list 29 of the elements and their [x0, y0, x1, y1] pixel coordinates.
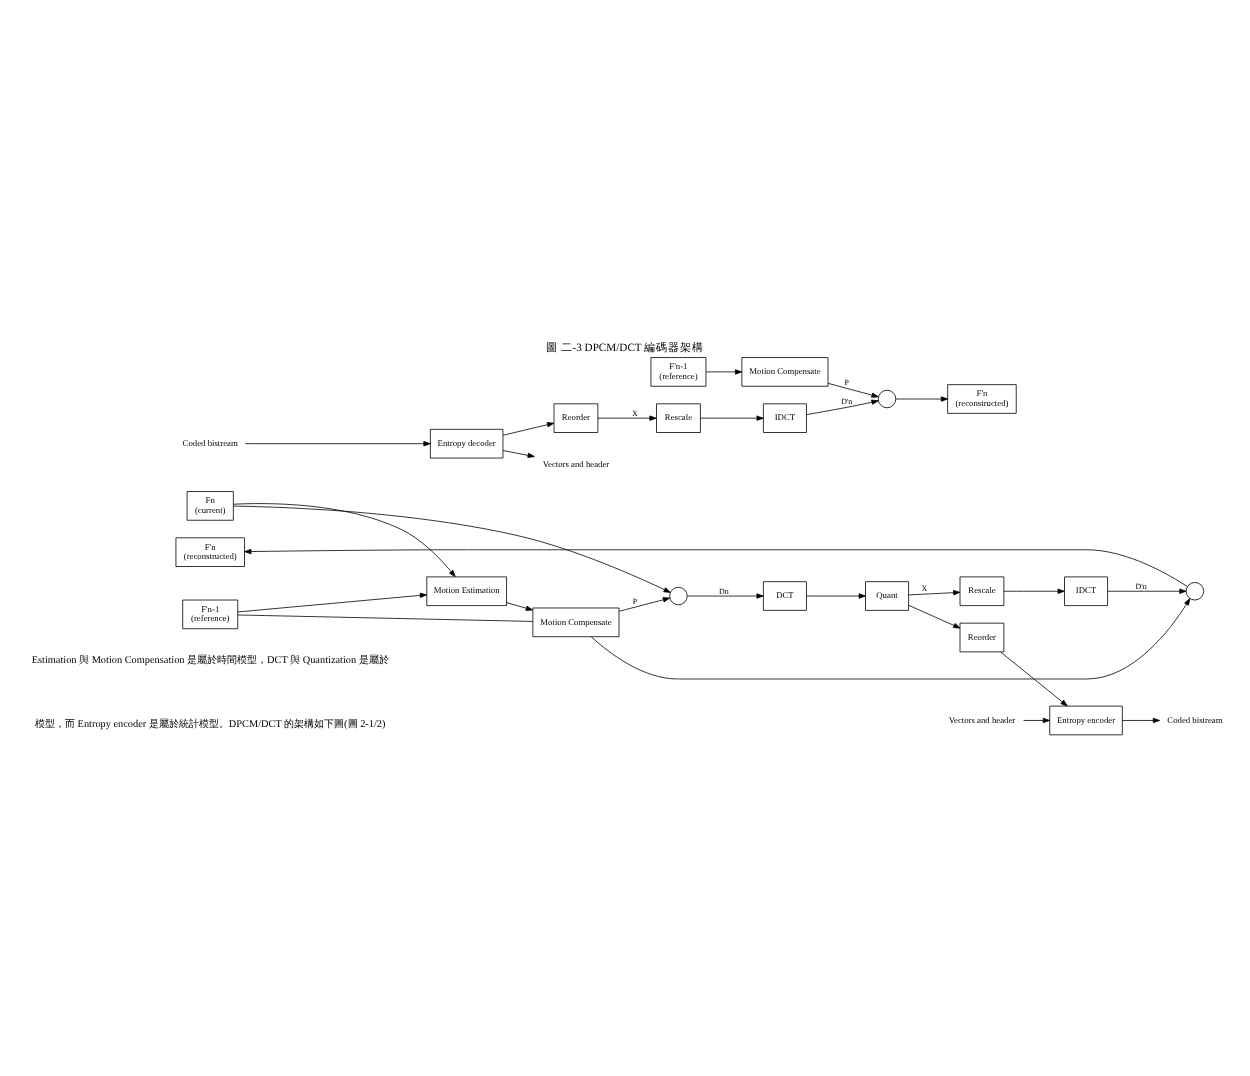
arrow	[705, 368, 743, 374]
arrow	[502, 449, 535, 457]
arrow	[237, 591, 427, 612]
arrow	[245, 440, 431, 446]
arrow	[233, 504, 671, 592]
node-circle	[877, 388, 897, 408]
arrow	[1023, 716, 1050, 723]
arrow	[908, 589, 961, 595]
arrow	[233, 502, 456, 576]
node-circle	[669, 585, 688, 605]
connector	[237, 613, 534, 621]
arrow	[1000, 650, 1068, 706]
arrow	[1003, 587, 1065, 593]
arrow	[1107, 587, 1187, 593]
arrow	[244, 547, 1188, 587]
arrow	[618, 596, 671, 611]
arrow	[502, 421, 555, 435]
arrow	[506, 601, 533, 610]
arrow	[687, 592, 764, 598]
arrow	[700, 414, 764, 420]
arrow	[597, 414, 657, 420]
node-circle	[1185, 581, 1205, 600]
arrow	[908, 603, 961, 628]
arrow	[806, 592, 866, 598]
arrow	[806, 398, 879, 414]
arrow	[1122, 716, 1161, 723]
arrow	[590, 597, 1191, 679]
arrow	[827, 381, 879, 397]
arrow	[895, 395, 948, 401]
